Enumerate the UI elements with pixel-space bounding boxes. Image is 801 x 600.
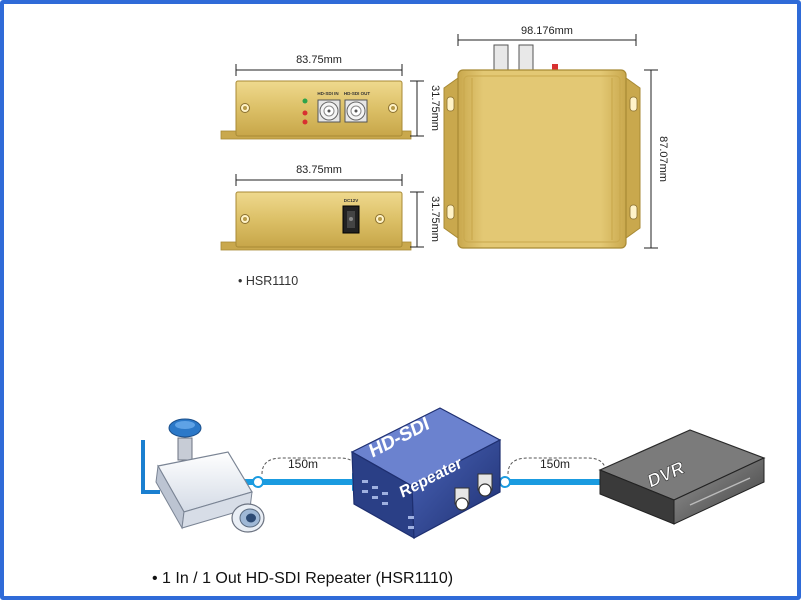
status-led-icon xyxy=(302,119,308,125)
dc-power-label: DC12V xyxy=(344,198,359,203)
front-height-label: 31.75mm xyxy=(429,85,441,131)
bnc-out-connector-icon xyxy=(344,99,368,123)
dc-power-jack-icon xyxy=(342,205,360,234)
status-led-icon xyxy=(302,110,308,116)
back-height-label: 31.75mm xyxy=(429,196,441,242)
hd-sdi-out-label: HD-SDI OUT xyxy=(344,91,370,96)
dvr-device-icon: DVR xyxy=(598,429,766,525)
model-caption: • HSR1110 xyxy=(238,274,298,288)
bnc-in-connector-icon xyxy=(317,99,341,123)
camera-icon xyxy=(141,418,265,533)
repeater-bnc-icon xyxy=(454,473,493,511)
back-panel-view: 83.75mm DC12V 31.75mm xyxy=(220,164,441,251)
diagram-caption: • 1 In / 1 Out HD-SDI Repeater (HSR1110) xyxy=(152,570,453,587)
top-width-label: 98.176mm xyxy=(521,25,573,37)
distance-label-right: 150m xyxy=(540,457,570,471)
front-width-label: 83.75mm xyxy=(296,54,342,66)
hd-sdi-in-label: HD-SDI IN xyxy=(317,91,338,96)
front-panel-view: 83.75mm HD-SDI IN HD-SDI OUT xyxy=(220,54,441,140)
top-depth-label: 87.07mm xyxy=(657,136,669,182)
top-view: 98.176mm 87.07mm xyxy=(443,25,669,249)
repeater-device-icon: HD-SDI Repeater xyxy=(350,407,502,540)
distance-label-left: 150m xyxy=(288,457,318,471)
connection-diagram: 150m 150m HD-SDI Repeater xyxy=(141,407,766,587)
power-led-icon xyxy=(302,98,308,104)
back-width-label: 83.75mm xyxy=(296,164,342,176)
